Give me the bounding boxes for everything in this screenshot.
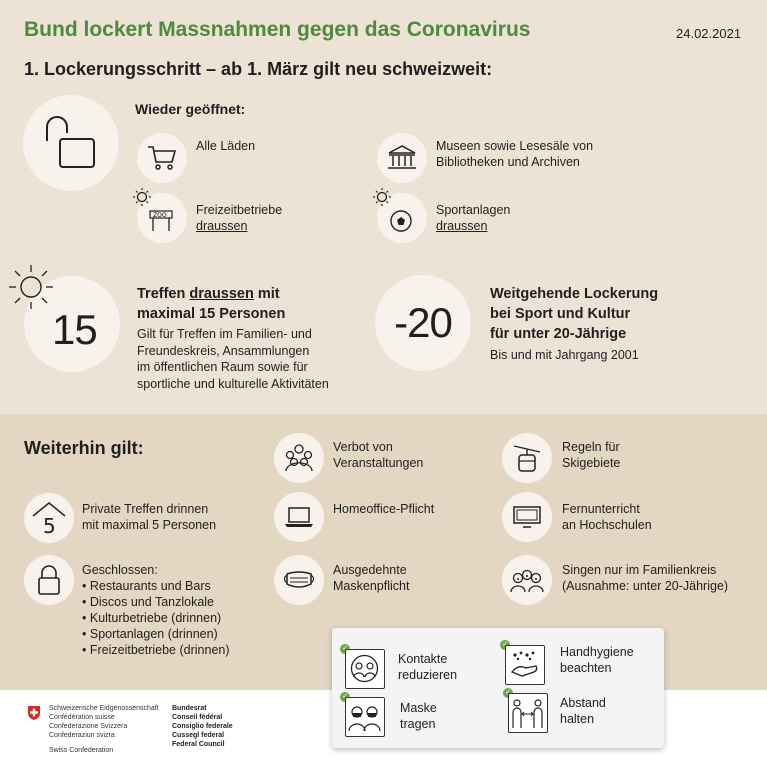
- reopened-heading: Wieder geöffnet:: [135, 101, 246, 117]
- singing-group-icon: [502, 555, 552, 605]
- zoo-icon: ZOO: [133, 188, 187, 243]
- house-icon: 5: [24, 493, 74, 543]
- federal-council-names: Bundesrat Conseil fédéral Consiglio fede…: [172, 705, 233, 748]
- gondola-icon: [502, 433, 552, 483]
- meeting-limit-number: 15: [52, 306, 98, 353]
- museum-icon: [377, 133, 427, 183]
- list-item: Kulturbetriebe (drinnen): [82, 610, 230, 626]
- sun-icon: [9, 265, 53, 309]
- event-ban: Verbot von Veranstaltungen: [333, 440, 424, 470]
- mask-icon: [274, 555, 324, 605]
- reopened-item-museums: Museen sowie Lesesäle von Bibliotheken u…: [436, 139, 594, 169]
- shopping-cart-icon: [137, 133, 187, 183]
- page-subtitle: 1. Lockerungsschritt – ab 1. März gilt n…: [24, 59, 493, 79]
- reduce-contacts-icon: [345, 649, 385, 689]
- mask-obligation: Ausgedehnte Maskenpflicht: [333, 563, 410, 593]
- list-item: Discos und Tanzlokale: [82, 594, 230, 610]
- wear-mask-icon: [345, 697, 385, 737]
- hygiene-card: [332, 628, 664, 748]
- keep-distance-icon: [508, 693, 548, 733]
- page-title: Bund lockert Massnahmen gegen das Corona…: [24, 18, 531, 41]
- youth-badge: -20: [375, 275, 471, 371]
- lock-icon: [24, 555, 74, 605]
- hygiene-item-distance: Abstand halten: [560, 696, 606, 726]
- swiss-confederation: Swiss Confederation: [49, 747, 114, 754]
- list-item: Sportanlagen (drinnen): [82, 626, 230, 642]
- monitor-icon: [502, 492, 552, 542]
- confederation-names: Schweizerische Eidgenossenschaft Confédé…: [49, 705, 159, 739]
- reopened-item-sports: Sportanlagen draussen: [436, 203, 511, 233]
- private-meetings: Private Treffen drinnen mit maximal 5 Pe…: [82, 502, 217, 532]
- date: 24.02.2021: [676, 26, 742, 41]
- youth-description: Bis und mit Jahrgang 2001: [490, 348, 639, 362]
- list-item: Restaurants und Bars: [82, 578, 230, 594]
- unlock-icon: [23, 95, 119, 191]
- hygiene-item-contacts: Kontakte reduzieren: [398, 652, 458, 682]
- closed-list: Restaurants und Bars Discos und Tanzloka…: [82, 578, 230, 658]
- svg-text:ZOO: ZOO: [153, 212, 167, 219]
- closed-heading: Geschlossen:: [82, 563, 158, 577]
- homeoffice: Homeoffice-Pflicht: [333, 502, 435, 516]
- laptop-icon: [274, 492, 324, 542]
- continuing-heading: Weiterhin gilt:: [24, 438, 144, 458]
- meetings-heading: Treffen draussen mit maximal 15 Personen: [137, 286, 286, 322]
- remote-teaching: Fernunterricht an Hochschulen: [562, 502, 652, 532]
- hygiene-item-hands: Handhygiene beachten: [560, 645, 634, 675]
- meetings-description: Gilt für Treffen im Familien- und Freund…: [137, 327, 329, 391]
- crowd-icon: [274, 433, 324, 483]
- youth-number: -20: [394, 299, 453, 346]
- swiss-coat-of-arms-icon: [28, 706, 40, 720]
- reopened-item-shops: Alle Läden: [196, 139, 256, 153]
- reopened-item-leisure: Freizeitbetriebe draussen: [196, 203, 283, 233]
- football-icon: [373, 188, 427, 243]
- hand-washing-icon: [505, 645, 545, 685]
- singing-rule: Singen nur im Familienkreis (Ausnahme: u…: [562, 563, 729, 593]
- hygiene-item-mask: Maske tragen: [400, 701, 437, 731]
- ski-rules: Regeln für Skigebiete: [562, 440, 621, 470]
- youth-heading: Weitgehende Lockerung bei Sport und Kult…: [490, 286, 659, 342]
- svg-text:5: 5: [43, 514, 56, 535]
- list-item: Freizeitbetriebe (drinnen): [82, 642, 230, 658]
